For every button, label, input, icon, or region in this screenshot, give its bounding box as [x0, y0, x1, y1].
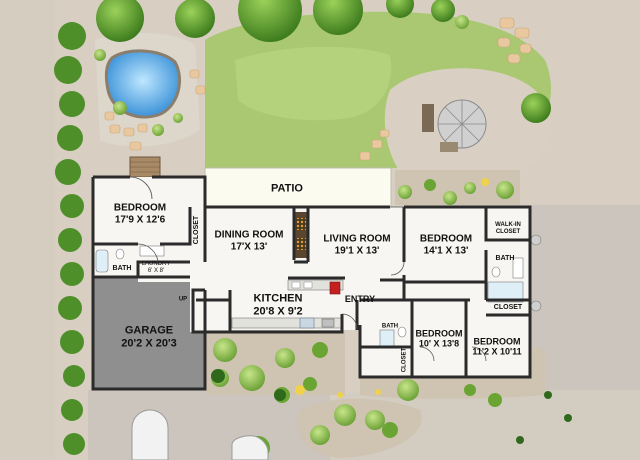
walkin-label: WALK-IN CLOSET	[488, 222, 528, 236]
living-label: LIVING ROOM 19'1 X 13'	[323, 234, 390, 257]
dining-name: DINING ROOM	[214, 229, 284, 241]
bath1-label: BATH	[113, 265, 132, 273]
kitchen-name: KITCHEN	[253, 292, 303, 305]
laundry-name: LAUNDRY	[141, 261, 171, 268]
landscaping	[54, 0, 572, 460]
entry-label: ENTRY	[345, 294, 375, 304]
pool	[106, 50, 180, 118]
bath3-label: BATH	[382, 324, 398, 331]
deck	[129, 156, 161, 178]
bedroom3-label: BEDROOM 10' X 13'8	[416, 329, 463, 350]
living-name: LIVING ROOM	[323, 233, 391, 245]
bedroom3-dims: 10' X 13'8	[418, 339, 460, 349]
living-dims: 19'1 X 13'	[334, 245, 380, 256]
laundry-dims: 6' X 8'	[147, 268, 165, 274]
bath2-name: BATH	[495, 254, 515, 262]
garage-name: GARAGE	[124, 324, 174, 337]
closet2-label: CLOSET	[494, 304, 522, 312]
bedroom2-dims: 14'1 X 13'	[423, 245, 469, 256]
stepping-stones	[104, 17, 532, 161]
bath-fixtures	[95, 234, 542, 347]
bath3-name: BATH	[381, 323, 399, 330]
garage-label: GARAGE 20'2 X 20'3	[121, 324, 176, 349]
walls	[91, 175, 532, 391]
bath2-label: BATH	[496, 255, 515, 263]
closet1-label: CLOSET	[193, 216, 201, 244]
dining-dims: 17'X 13'	[230, 241, 268, 252]
bedroom2-label: BEDROOM 14'1 X 13'	[420, 234, 472, 257]
bedroom1-name: BEDROOM	[113, 202, 167, 214]
stair-up-text: UP	[178, 296, 188, 303]
doors	[129, 176, 487, 362]
closet3-name: CLOSET	[401, 347, 408, 373]
bedroom3-name: BEDROOM	[415, 328, 463, 339]
garage-floor	[93, 277, 205, 389]
patio-label: PATIO	[271, 183, 303, 196]
bedroom1-dims: 17'9 X 12'6	[114, 214, 166, 225]
umbrella-table	[422, 99, 487, 152]
walkin-name: WALK-IN CLOSET	[495, 222, 521, 235]
laundry-label: LAUNDRY 6' X 8'	[142, 261, 171, 275]
kitchen-label: KITCHEN 20'8 X 9'2	[253, 292, 302, 317]
closet1-name: CLOSET	[192, 215, 200, 245]
car	[131, 409, 269, 460]
closet3-label: CLOSET	[402, 348, 409, 372]
stair-label: UP	[179, 297, 187, 304]
bedroom2-name: BEDROOM	[419, 233, 473, 245]
garage-dims: 20'2 X 20'3	[121, 337, 177, 349]
patio-name: PATIO	[271, 182, 303, 195]
patio	[204, 167, 392, 209]
bedroom4-name: BEDROOM	[473, 336, 521, 347]
entry-name: ENTRY	[344, 293, 376, 304]
fireplace	[294, 212, 308, 258]
dining-label: DINING ROOM 17'X 13'	[215, 230, 284, 253]
bedroom4-label: BEDROOM 11'2 X 10'11	[472, 337, 521, 358]
kitchen-dims: 20'8 X 9'2	[253, 305, 303, 317]
bedroom4-dims: 11'2 X 10'11	[472, 347, 522, 357]
bedroom1-label: BEDROOM 17'9 X 12'6	[114, 203, 166, 226]
bath1-name: BATH	[112, 264, 132, 272]
closet2-name: CLOSET	[493, 303, 523, 311]
